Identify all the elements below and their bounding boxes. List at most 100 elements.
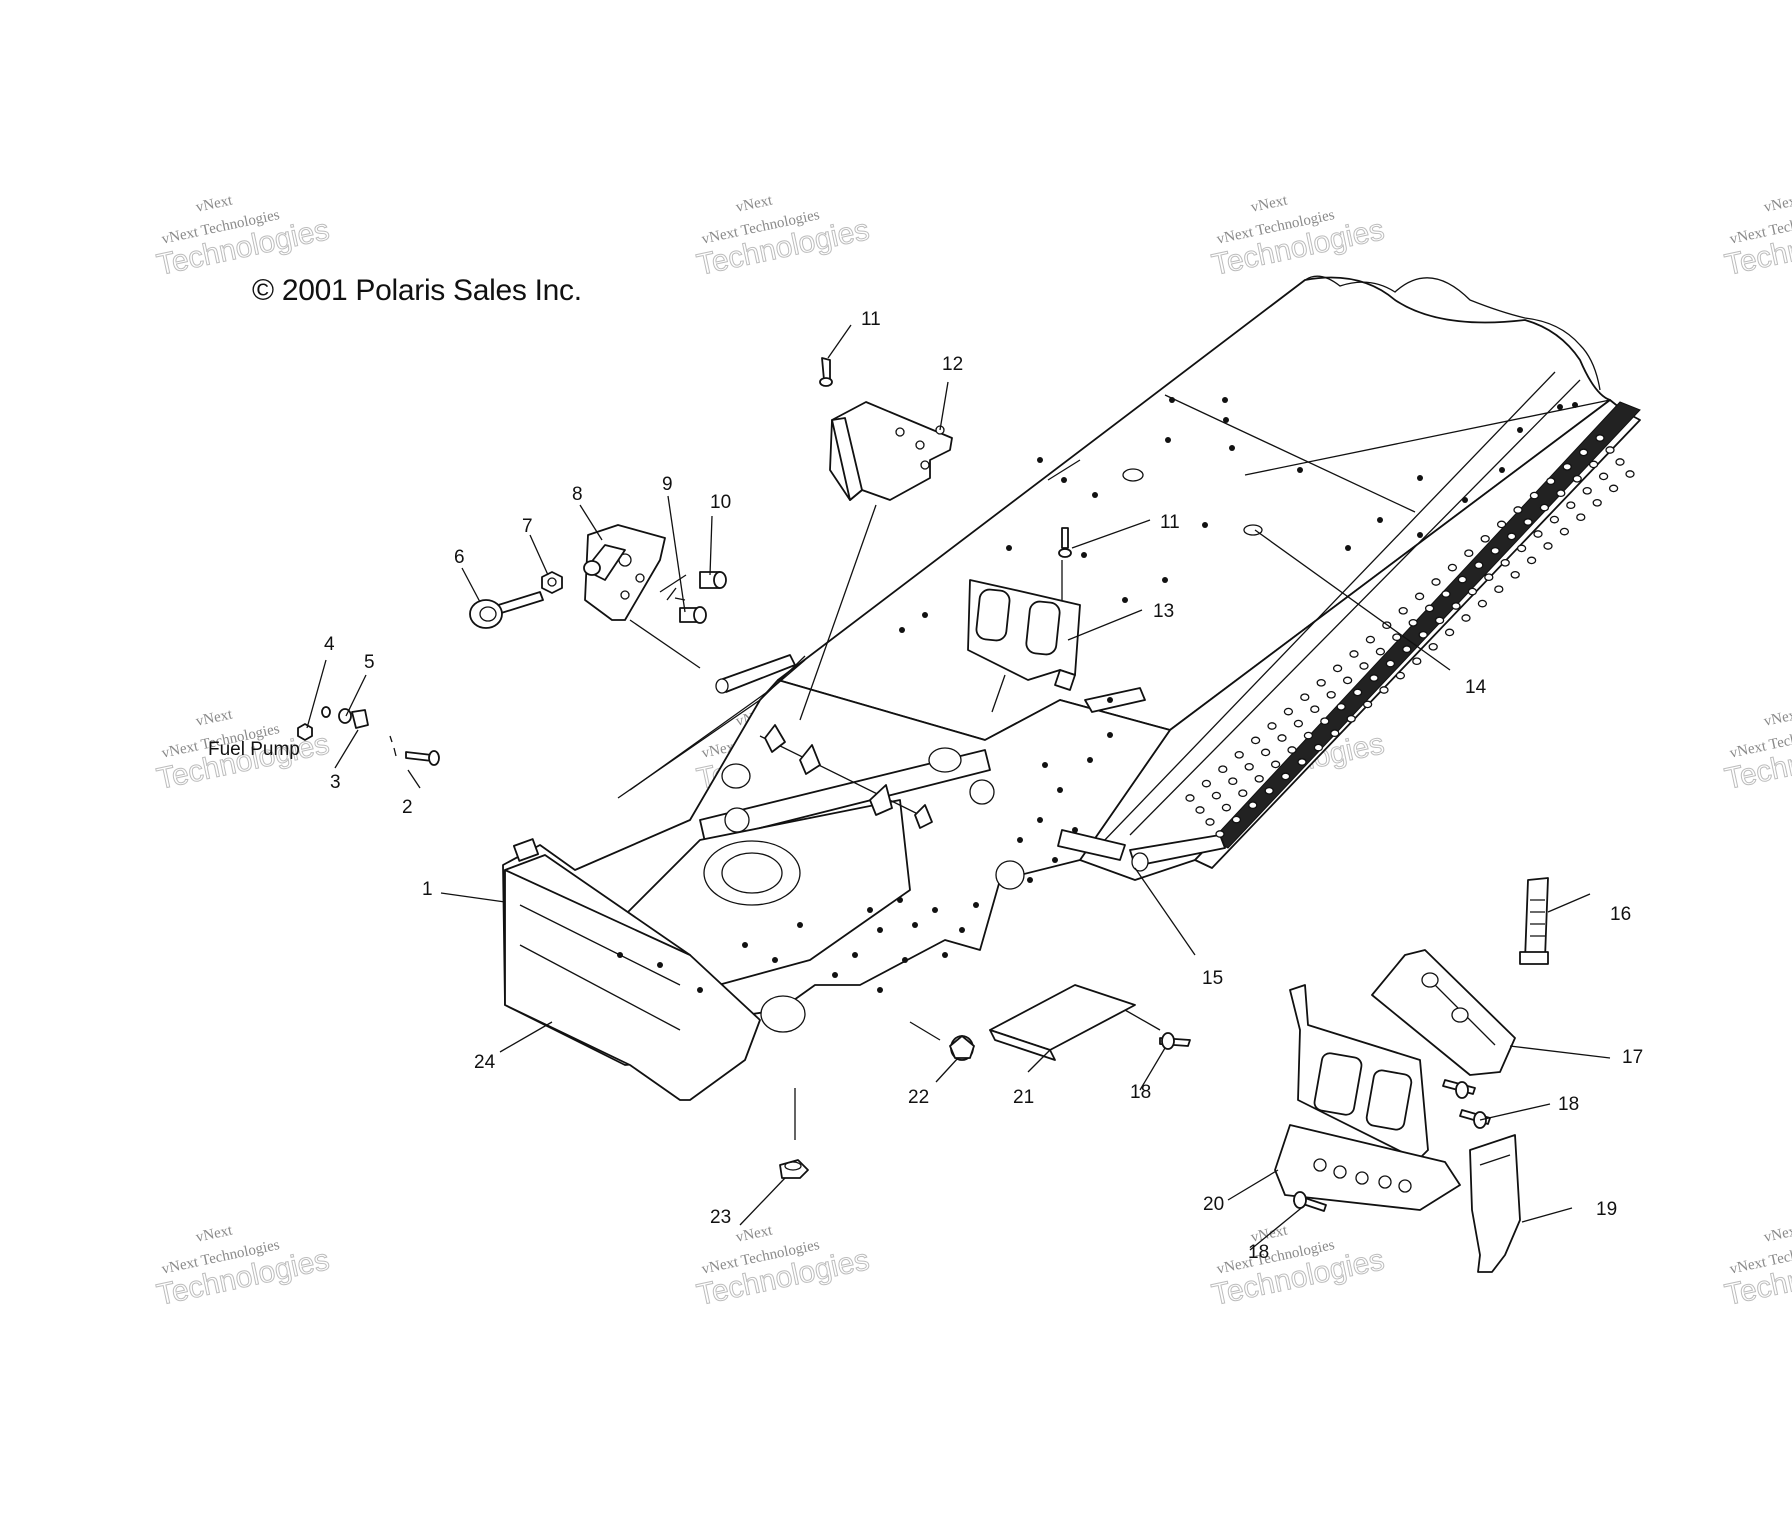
tunnel-cut-edge (1304, 275, 1601, 391)
callout-24: 24 (474, 1052, 496, 1073)
cross-shaft (759, 735, 931, 821)
perforation-hole (1330, 729, 1340, 738)
side-hole (721, 763, 751, 789)
bracket-12 (829, 401, 953, 501)
perforation-hole (1494, 585, 1504, 594)
perforation-hole (1359, 662, 1369, 670)
perforation-hole (1474, 561, 1484, 570)
part-9-screw (674, 597, 707, 624)
perforation-hole (1280, 772, 1291, 781)
callout-numbers: 1 2 3 4 5 6 7 8 9 10 11 11 12 13 14 15 1… (324, 309, 1643, 1263)
perforation-hole (1408, 618, 1418, 627)
deck-crease (1164, 394, 1416, 513)
perforation-hole (1270, 760, 1281, 769)
shaft-grommet (914, 804, 933, 829)
frame-tube (629, 659, 806, 791)
watermark: vNext vNext Technologies Technologies (1721, 192, 1792, 282)
perforation-hole (1365, 635, 1376, 644)
bracket-dash-line (659, 574, 687, 593)
perforation-hole (1260, 748, 1271, 757)
perforation-hole (1228, 777, 1238, 786)
perforation-hole (1277, 734, 1287, 742)
perforation-hole (1578, 448, 1589, 457)
perforation-hole (1625, 470, 1635, 478)
axle-tube-end (1131, 852, 1149, 872)
watermark: vNext vNext Technologies Technologies (1208, 1222, 1387, 1312)
perforation-hole (1395, 671, 1406, 680)
part-4-nut (297, 723, 313, 741)
perforation-hole (1293, 719, 1304, 728)
perforation-hole (1576, 513, 1586, 522)
perforation-hole (1352, 688, 1363, 697)
part-8-steering-bracket (583, 524, 666, 621)
deck-rail-line (1129, 379, 1581, 836)
watermark: vNext vNext Technologies Technologies (1721, 706, 1792, 796)
perforation-hole (1313, 743, 1324, 752)
perforation-hole (1608, 484, 1619, 493)
watermark: vNext vNext Technologies Technologies (1721, 1222, 1792, 1312)
perforation-hole (1195, 806, 1205, 814)
perforation-hole (1231, 815, 1242, 824)
shaft-grommet (764, 724, 786, 753)
callout-1: 1 (422, 879, 433, 900)
part-16-strap (1519, 877, 1549, 965)
perforation-hole (1254, 774, 1264, 783)
perforation-hole (1346, 714, 1356, 723)
callout-23: 23 (710, 1207, 731, 1228)
callout-3: 3 (330, 772, 341, 793)
part-21-plate (989, 984, 1136, 1061)
watermark-top: vNext (735, 1222, 775, 1245)
perforation-hole (1588, 460, 1599, 469)
perforation-hole (1211, 791, 1222, 800)
perforation-hole (1605, 446, 1615, 454)
perforation-hole (1543, 542, 1553, 550)
perforation-hole (1414, 592, 1425, 601)
bumper-tab (512, 838, 540, 862)
perforation-hole (1264, 786, 1274, 795)
perforation-hole (1385, 659, 1396, 668)
deck-crease (1047, 459, 1081, 481)
part-18-rivet-b (1442, 1079, 1491, 1129)
perforation-hole (1234, 750, 1244, 759)
callout-6: 6 (454, 547, 465, 568)
callout-18-bottom: 18 (1248, 1242, 1269, 1263)
callout-18-middle: 18 (1130, 1082, 1151, 1103)
perforation-hole (1244, 762, 1254, 771)
callout-17: 17 (1622, 1047, 1643, 1068)
perforation-hole (1447, 563, 1458, 572)
perforation-hole (1451, 602, 1461, 610)
callout-15: 15 (1202, 968, 1223, 989)
watermark-top: vNext (195, 706, 235, 729)
watermark-top: vNext (1250, 192, 1290, 215)
callout-12: 12 (942, 354, 963, 375)
callout-10: 10 (710, 492, 731, 513)
side-hole (724, 807, 750, 833)
bumper-crease (519, 904, 681, 986)
deck-slot (1122, 468, 1144, 482)
perforation-hole (1342, 676, 1353, 685)
perforation-hole (1201, 779, 1212, 788)
perforation-hole (1490, 546, 1500, 555)
watermark-top: vNext (735, 192, 775, 215)
part-10-screw (699, 571, 727, 589)
callout-20: 20 (1203, 1194, 1224, 1215)
callout-18-right: 18 (1558, 1094, 1579, 1115)
perforation-hole (1205, 818, 1215, 826)
perforation-hole (1598, 472, 1609, 481)
deck-rail-line (1099, 371, 1556, 846)
perforation-hole (1379, 686, 1389, 694)
perforation-hole (1336, 702, 1346, 711)
perforation-hole (1444, 628, 1455, 637)
side-hole (760, 995, 806, 1033)
side-wall-perforations (1185, 434, 1635, 838)
perforation-hole (1250, 736, 1261, 745)
perforation-hole (1457, 575, 1468, 584)
part-13-cutout-panel (967, 579, 1081, 691)
part-7-nut (541, 571, 563, 594)
watermark: vNext vNext Technologies Technologies (693, 192, 872, 282)
perforation-hole (1185, 794, 1195, 802)
fuel-pump-label: Fuel Pump (208, 739, 300, 760)
bumper-crease (519, 944, 681, 1031)
perforation-hole (1424, 604, 1435, 613)
perforation-hole (1326, 690, 1336, 699)
